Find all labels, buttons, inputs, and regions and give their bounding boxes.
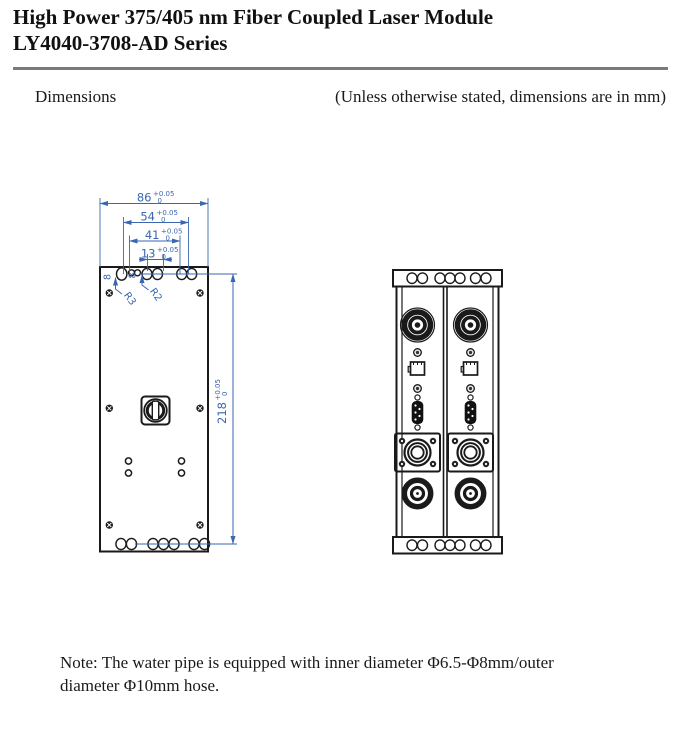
front-screw-holes [105,289,204,529]
front-small-holes-grid [124,457,186,477]
note: Note: The water pipe is equipped with in… [60,651,640,697]
dim-218-tol-zero: 0 [221,392,229,396]
ethernet-port [407,361,426,376]
fiber-output-connector [399,307,436,343]
dim-41-tol-zero: 0 [166,235,170,243]
water-port-flange [394,432,441,473]
dim-86-tol-plus: +0.05 [153,190,174,198]
water-port-flange [447,432,494,473]
indicator-led [466,348,475,357]
dim-width-13: 13 +0.05 0 [139,246,178,271]
front-view-drawing: 86 +0.05 0 54 +0.05 0 41 +0.05 0 [99,190,237,553]
dia-8-label-left: 8 [103,274,114,280]
indicator-led [466,384,475,393]
power-connector [401,477,434,510]
front-center-connector [140,395,171,426]
title-line-1: High Power 375/405 nm Fiber Coupled Lase… [13,5,494,29]
dim-41-value: 41 [145,228,160,242]
rear-view-drawing [392,269,503,555]
page-title: High Power 375/405 nm Fiber Coupled Lase… [13,4,493,56]
note-line-1: Note: The water pipe is equipped with in… [60,653,554,672]
dim-height-218: 218 +0.05 0 [135,273,237,545]
dim-86-value: 86 [137,191,152,205]
hole-dia-8-callouts: 8 8 [103,272,139,280]
dim-13-tol-zero: 0 [162,253,166,261]
rear-top-bar [392,269,503,288]
indicator-led [413,384,422,393]
header-divider [13,67,668,70]
dim-width-54: 54 +0.05 0 [123,209,189,274]
ethernet-port [460,361,479,376]
dia-8-label-mid: 8 [128,272,139,278]
dim-218-tol-plus: +0.05 [214,379,222,400]
power-connector [454,477,487,510]
dim-54-value: 54 [140,210,155,224]
dim-218-value: 218 [215,402,229,424]
rear-bottom-bar [392,536,503,555]
dimensions-label: Dimensions [35,87,117,106]
dim-width-41: 41 +0.05 0 [129,228,182,274]
dim-13-tol-plus: +0.05 [157,246,178,254]
units-note: (Unless otherwise stated, dimensions are… [335,87,666,106]
rear-panel-left [394,307,441,510]
dim-86-tol-zero: 0 [158,197,162,205]
db9-serial-connector [411,394,424,431]
rear-panel-right [447,307,494,510]
dim-13-value: 13 [141,247,156,261]
fiber-output-connector [452,307,489,343]
note-line-2: diameter Φ10mm hose. [60,676,220,695]
dim-54-tol-zero: 0 [161,216,165,224]
db9-serial-connector [464,394,477,431]
dim-width-86: 86 +0.05 0 [99,190,209,267]
title-line-2: LY4040-3708-AD Series [13,31,228,55]
dim-54-tol-plus: +0.05 [157,209,178,217]
dim-41-tol-plus: +0.05 [161,228,182,236]
indicator-led [413,348,422,357]
